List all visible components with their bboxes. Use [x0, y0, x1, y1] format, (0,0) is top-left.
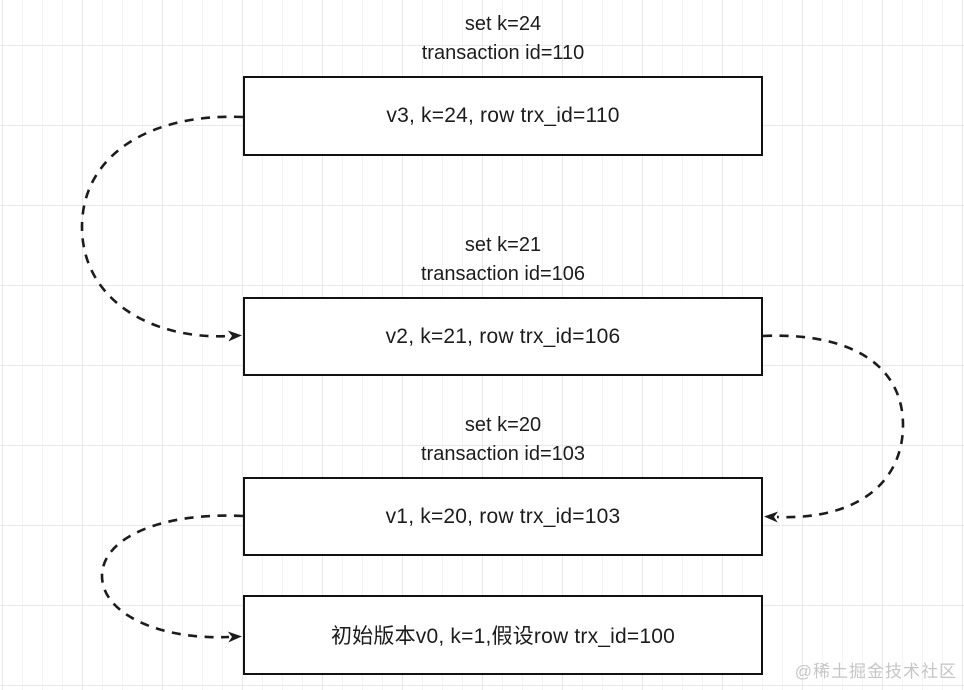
- edge-v3-to-v2: [80, 115, 244, 342]
- annotation-line: transaction id=106: [420, 263, 585, 285]
- watermark: @稀土掘金技术社区: [794, 662, 957, 681]
- version-node-v0: 初始版本v0, k=1,假设row trx_id=100: [243, 595, 763, 675]
- annotation-line: transaction id=110: [421, 42, 585, 64]
- version-node-label: v1, k=20, row trx_id=103: [385, 504, 621, 528]
- annotation-line: set k=24: [464, 13, 542, 35]
- edge-v2-to-v1: [762, 334, 905, 523]
- version-node-v1: v1, k=20, row trx_id=103: [243, 477, 763, 556]
- version-node-label: 初始版本v0, k=1,假设row trx_id=100: [330, 625, 676, 648]
- version-node-label: v3, k=24, row trx_id=110: [386, 104, 620, 127]
- version-node-v2: v2, k=21, row trx_id=106: [243, 297, 763, 376]
- annotation-v2: set k=21 transaction id=106: [243, 231, 763, 289]
- annotation-v3: set k=24 transaction id=110: [243, 10, 763, 68]
- version-node-v3: v3, k=24, row trx_id=110: [243, 76, 763, 156]
- edge-v1-to-v0: [100, 514, 244, 643]
- annotation-v1: set k=20 transaction id=103: [243, 411, 763, 469]
- version-node-label: v2, k=21, row trx_id=106: [385, 324, 621, 348]
- annotation-line: transaction id=103: [420, 443, 585, 465]
- annotation-line: set k=21: [464, 234, 542, 256]
- annotation-line: set k=20: [464, 414, 542, 436]
